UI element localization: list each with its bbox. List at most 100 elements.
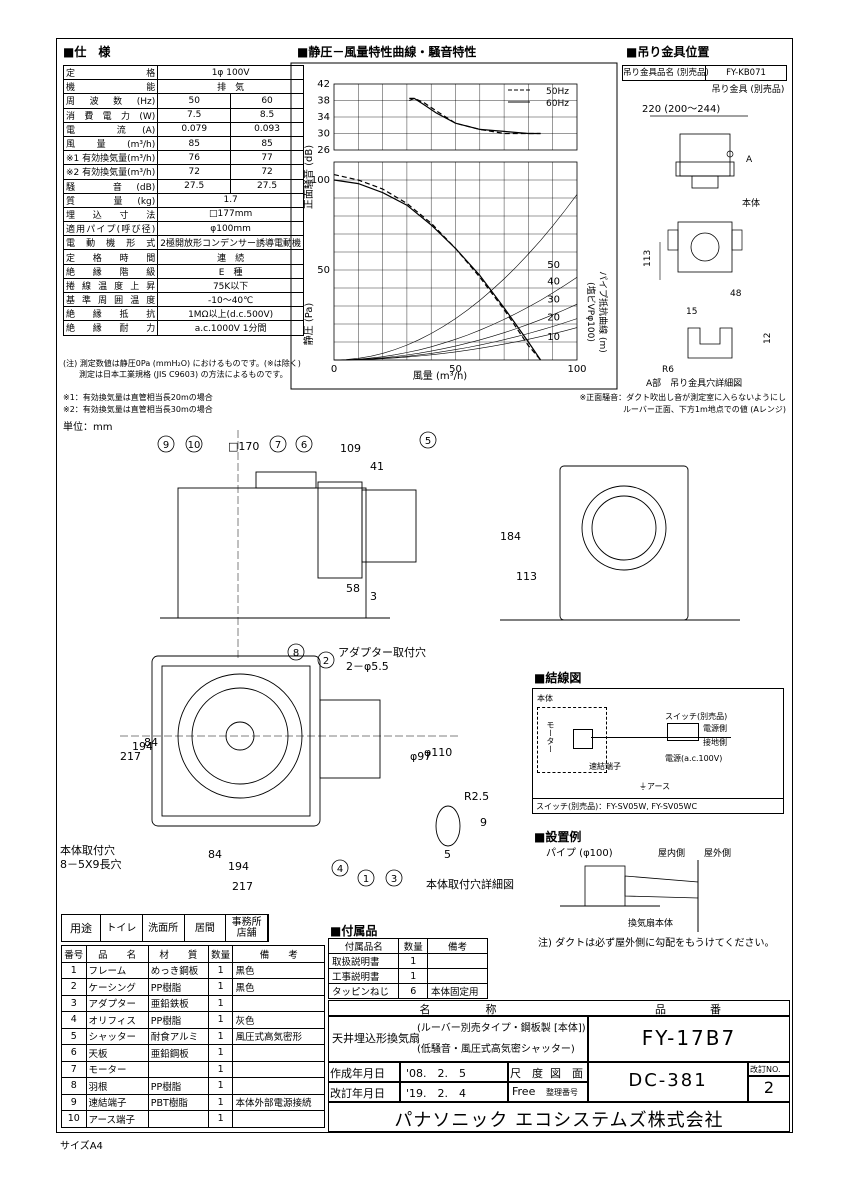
svg-text:R6: R6: [662, 365, 674, 375]
parts-cell: アース端子: [85, 1110, 149, 1128]
spec-label: 定 格 時 間: [62, 249, 159, 265]
dim-d_194h: 194: [228, 860, 249, 873]
parts-cell: [232, 1077, 325, 1095]
spec-value: 72: [230, 164, 304, 180]
spec-value: □177mm: [157, 206, 304, 223]
spec-label: 機 能: [62, 79, 159, 95]
spec-label: 適用パイプ(呼び径): [62, 221, 159, 237]
dim-d_5: 5: [444, 848, 451, 861]
parts-cell: オリフィス: [85, 1011, 149, 1029]
pipe-curve-40: [333, 318, 578, 361]
parts-cell: 5: [61, 1027, 87, 1045]
accessories-cell: [427, 968, 488, 984]
balloon-8: 8: [287, 643, 305, 661]
balloon-3: 3: [385, 869, 403, 887]
parts-cell: 1: [207, 1110, 234, 1128]
spec-value: 50: [157, 93, 232, 109]
parts-cell: 1: [207, 1060, 234, 1078]
pipe-curve-label-10: 10: [547, 332, 560, 343]
flow-tick: 0: [331, 364, 337, 375]
parts-cell: PP樹脂: [147, 1077, 209, 1095]
wiring-header: ■結線図: [534, 671, 582, 685]
spec-value: 連 続: [157, 249, 304, 265]
parts-cell: アダプター: [85, 994, 149, 1012]
usage-item: 洗面所: [143, 915, 185, 941]
rev-number: 2: [763, 1078, 775, 1097]
spec-label: ※1 有効換気量(m³/h): [62, 150, 159, 166]
spec-label: 絶 縁 抵 抗: [62, 306, 159, 322]
dim-d_184: 184: [500, 530, 521, 543]
spec-value: 1MΩ以上(d.c.500V): [157, 306, 304, 322]
parts-cell: 7: [61, 1060, 87, 1078]
spec-row: 機 能排 気: [62, 79, 304, 95]
dim-adapter_hole: アダプター取付穴: [338, 645, 426, 659]
parts-cell: 灰色: [232, 1011, 325, 1029]
spec-value: 27.5: [230, 178, 304, 194]
parts-cell: 10: [61, 1110, 87, 1128]
front-view: [500, 465, 740, 621]
legend-50hz: 50Hz: [546, 87, 569, 97]
parts-header-cell: 材 質: [147, 945, 209, 963]
svg-text:9: 9: [163, 440, 169, 451]
wiring-body-box: [537, 707, 607, 773]
parts-cell: PP樹脂: [147, 978, 209, 996]
parts-header-cell: 番号: [61, 945, 87, 963]
parts-cell: フレーム: [85, 961, 149, 979]
spec-value: φ100mm: [157, 221, 304, 237]
svg-text:A: A: [746, 155, 753, 165]
svg-text:本体: 本体: [742, 197, 760, 209]
plan-view: [120, 655, 461, 847]
parts-cell: 黒色: [232, 978, 325, 996]
spec-note: (注) 測定数値は静圧0Pa (mmH₂O) におけるものです。(※は除く) 測…: [63, 359, 301, 379]
scale-value: Free: [512, 1085, 536, 1098]
install-header: ■設置例: [534, 830, 582, 844]
usage-table: 用途 トイレ洗面所居間事務所 店舗: [61, 914, 269, 942]
dim-d_3: 3: [370, 590, 377, 603]
svg-text:6: 6: [301, 440, 307, 451]
spec-label: 絶 縁 耐 力: [62, 320, 159, 336]
spec-label: 電 動 機 形 式: [62, 235, 159, 251]
svg-text:換気扇本体: 換気扇本体: [628, 917, 673, 929]
noise-tick: 38: [317, 96, 330, 107]
pipe-curve-label: パイプ抵抗曲線 (m): [597, 271, 609, 353]
spec-row: 質 量(kg)1.7: [62, 192, 304, 208]
install-drawing: パイプ (φ100) 屋内側 屋外側 換気扇本体: [546, 847, 731, 932]
name-label: 名 称: [419, 1003, 497, 1016]
spec-label: 質 量(kg): [62, 192, 159, 208]
series-60Hz-pressure: [333, 179, 542, 361]
spec-value: 排 気: [157, 79, 304, 95]
svg-text:7: 7: [275, 440, 281, 451]
pipe-curve-10: [333, 194, 578, 361]
parts-cell: 亜鉛鋼板: [147, 1044, 209, 1062]
chart-note: ※正面騒音：ダクト吹出し音が測定室に入らないようにし ルーバー正面、下方1m地点…: [579, 393, 786, 414]
parts-header-cell: 備 考: [232, 945, 325, 963]
dim-d_84h: 84: [208, 848, 222, 861]
parts-cell: 風圧式高気密形: [232, 1027, 325, 1045]
parts-cell: 8: [61, 1077, 87, 1095]
spec-value: 27.5: [157, 178, 232, 194]
doc-number: DC-381: [628, 1070, 708, 1091]
parts-header-row: 番号品 名材 質数量備 考: [61, 945, 325, 963]
spec-footnotes: ※1：有効換気量は直管相当長20mの場合 ※2：有効換気量は直管相当長30mの場…: [63, 392, 213, 416]
accessories-cell: 1: [398, 968, 429, 984]
accessories-header-cell: 備考: [427, 938, 488, 954]
parts-cell: [232, 994, 325, 1012]
spec-label: 基準周囲温度: [62, 291, 159, 308]
svg-text:220 (200～244): 220 (200～244): [642, 104, 720, 115]
parts-cell: めっき鋼板: [147, 961, 209, 979]
svg-text:吊り金具 (別売品): 吊り金具 (別売品): [712, 83, 785, 95]
parts-cell: 黒色: [232, 961, 325, 979]
number-label: 品 番: [655, 1003, 721, 1016]
pipe-curve-30: [333, 303, 578, 361]
spec-label: 消費電力(W): [62, 107, 159, 123]
